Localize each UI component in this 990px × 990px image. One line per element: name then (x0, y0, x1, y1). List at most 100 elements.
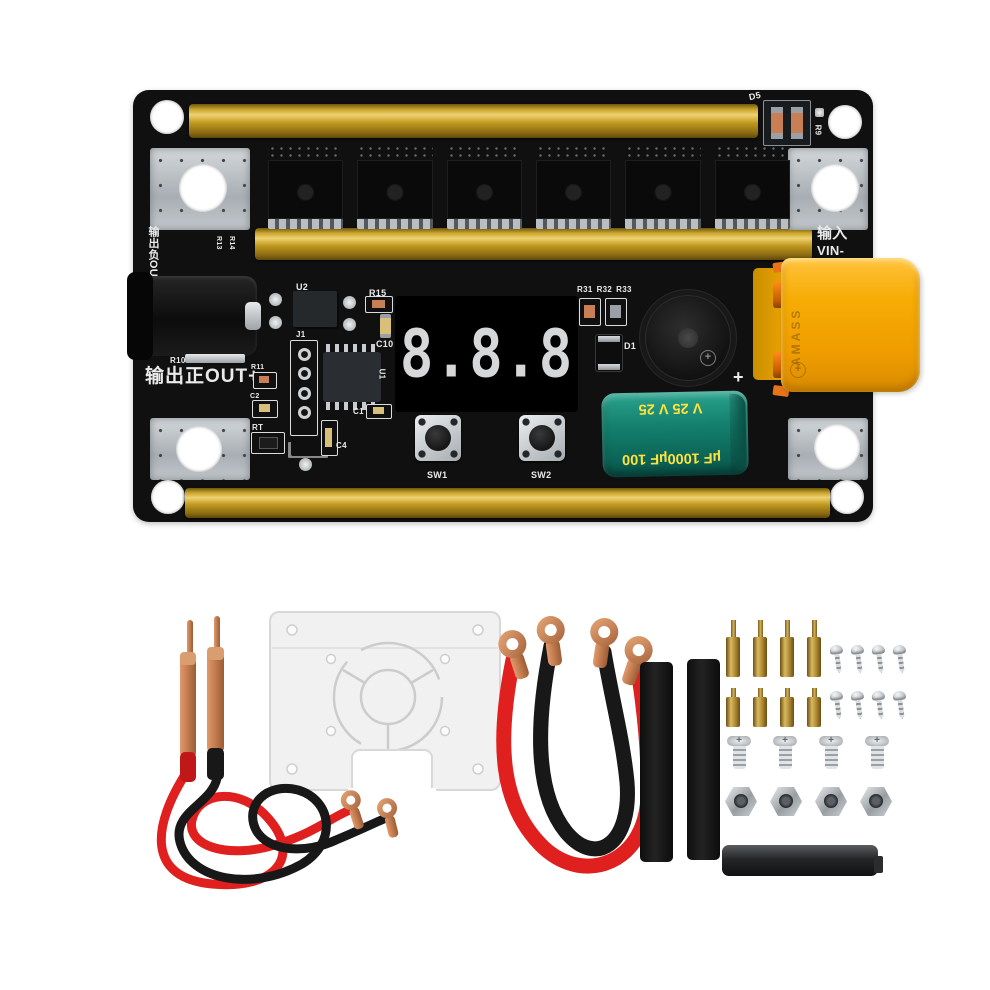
label-r15: R15 (369, 288, 387, 298)
capacitor-chip (325, 428, 332, 447)
mounting-hole (830, 480, 864, 514)
barrel-nut-body (870, 746, 884, 769)
transistor (291, 438, 325, 456)
screw-head (850, 644, 865, 655)
terminal-hole (179, 164, 227, 212)
xt60-circle-mark: + (790, 362, 806, 378)
switch-sw1[interactable] (415, 415, 461, 461)
mounting-hole (150, 100, 184, 134)
mounting-hole (151, 480, 185, 514)
standoff-thread (757, 688, 763, 697)
mosfet-pins (446, 219, 522, 229)
xt60-slot (773, 352, 784, 378)
label-r10: R10 (170, 356, 186, 365)
mosfet-row (268, 145, 790, 229)
screw-head (829, 690, 844, 701)
standoffs-long-row (726, 620, 821, 677)
label-u1: U1 (377, 368, 387, 380)
busbar-bottom (185, 488, 830, 518)
capacitor-print: µF 1000µF 100 V 25 V 25 (615, 399, 726, 467)
barrel-nut-head: + (727, 736, 751, 746)
screw (850, 644, 867, 674)
busbar-top (189, 104, 758, 138)
label-plus-mark: + (733, 367, 744, 387)
xt60-brand: AMASS (789, 307, 803, 366)
standoff-body (780, 637, 794, 677)
ring-terminal (590, 618, 619, 668)
standoff-thread (784, 688, 790, 697)
capacitor-c10 (380, 314, 391, 338)
capacitor-chip (373, 407, 384, 414)
solder-pad (343, 318, 356, 331)
mosfet-tab (446, 145, 522, 160)
brass-standoff-short (726, 688, 740, 727)
label-r9: R9 (813, 124, 823, 136)
regulator-u2 (293, 291, 337, 327)
mosfet-body (625, 160, 701, 219)
screw (871, 644, 888, 674)
mosfet-tab (357, 145, 433, 160)
label-r32: R32 (596, 285, 613, 294)
label-input-en: VIN- (817, 243, 845, 258)
plate-holes (286, 624, 484, 775)
screw-head (871, 644, 886, 655)
capacitor-chip (259, 404, 270, 412)
screw-shaft (876, 700, 884, 720)
mosfet (268, 145, 344, 229)
battery-cable-black (533, 638, 635, 857)
mosfet-pins (268, 219, 344, 229)
mosfet-body (357, 160, 433, 219)
standoff-body (726, 637, 740, 677)
dc-jack-face (127, 272, 153, 360)
mosfet-body (446, 160, 522, 219)
smd-resistor-block (763, 100, 811, 146)
screw-shaft (897, 654, 905, 674)
standoff-body (753, 637, 767, 677)
label-c2: C2 (250, 393, 260, 400)
mosfet (446, 145, 522, 229)
screw-head (892, 690, 907, 701)
brass-standoff-short (807, 688, 821, 727)
welding-pen (180, 620, 196, 782)
barrel-nut-body (778, 746, 792, 769)
pen-sleeve-black (207, 748, 224, 780)
barrel-nut: + (773, 736, 797, 769)
screw-head (871, 690, 886, 701)
label-c4: C4 (336, 441, 347, 450)
capacitor-c2 (252, 400, 278, 418)
standoff-body (807, 637, 821, 677)
header-pin-hole (297, 386, 311, 400)
smd-resistor (791, 107, 803, 139)
buzzer-hole (678, 328, 698, 348)
resistor-chip (259, 376, 269, 383)
label-input-cn: 输入 (817, 225, 848, 242)
thermistor-chip (259, 437, 278, 449)
brass-standoff-long (780, 620, 794, 677)
terminal-hole (814, 424, 860, 470)
header-pin-hole (297, 406, 311, 419)
label-d5: D5 (747, 89, 762, 103)
mosfet-body (714, 160, 790, 219)
mosfet-pins (535, 219, 612, 229)
dc-jack-pin (245, 302, 261, 330)
brass-standoff-short (780, 688, 794, 727)
barrel-nut: + (727, 736, 751, 769)
standoff-thread (730, 688, 736, 697)
barrel-nuts-row: + + + + (727, 736, 889, 769)
header-j1 (290, 340, 318, 436)
mounting-hole (828, 105, 862, 139)
barrel-nut-head: + (819, 736, 843, 746)
barrel-nut-body (732, 746, 746, 769)
screw-shaft (834, 700, 842, 720)
screw-shaft (855, 700, 863, 720)
display-digits: 8.8.8 (399, 315, 574, 393)
standoff-thread (730, 620, 736, 637)
mosfet-pins (625, 219, 701, 229)
spot-welder-pcb: D5 R9 输出负OUT- R13 R14 输入 VIN- R10 输出正OUT… (127, 89, 920, 522)
smd-resistor (771, 107, 783, 139)
mosfet (714, 145, 790, 229)
label-d1: D1 (624, 341, 637, 351)
ring-terminal-small (340, 790, 364, 830)
switch-sw2[interactable] (519, 415, 565, 461)
resistor-r15 (365, 296, 393, 313)
